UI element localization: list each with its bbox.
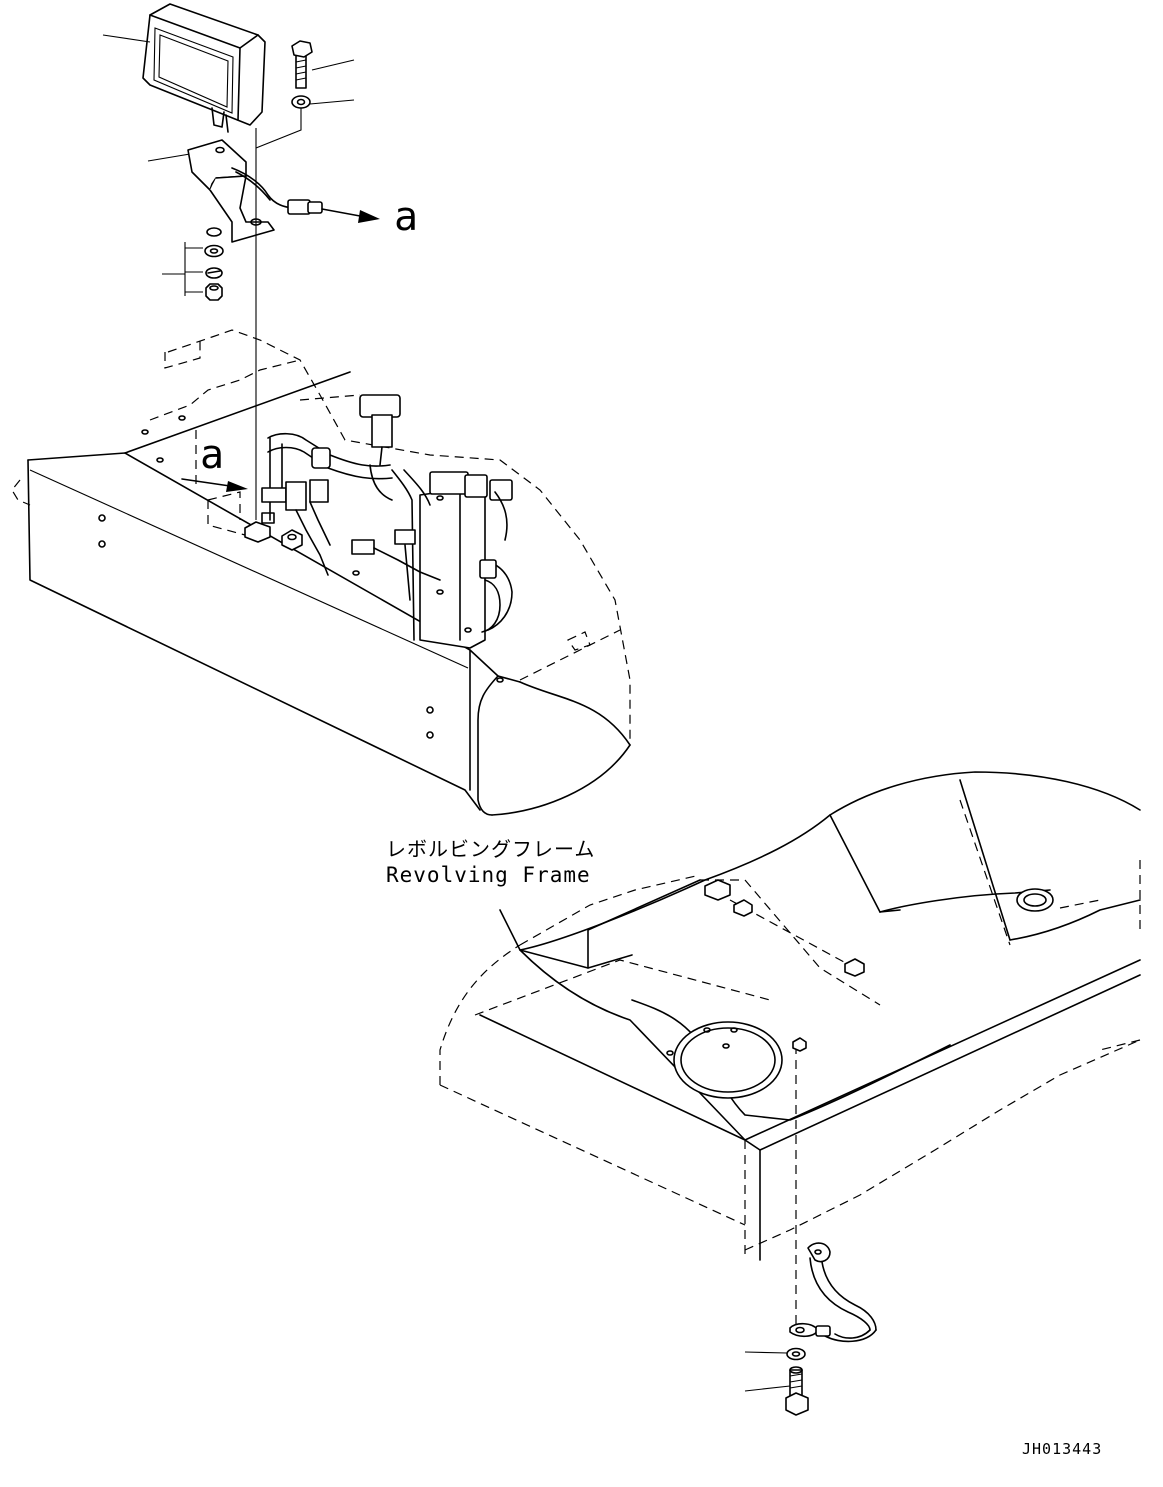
connection-marker-frame: a xyxy=(200,432,224,478)
frame-label-japanese: レボルビングフレーム xyxy=(386,837,595,861)
lamp-harness xyxy=(231,167,380,223)
bolt xyxy=(291,40,313,89)
connection-marker-top: a xyxy=(394,194,418,240)
reference-line-washer xyxy=(255,108,302,149)
frame-label: レボルビングフレーム Revolving Frame xyxy=(386,837,595,887)
revolving-frame xyxy=(11,329,631,816)
washer xyxy=(291,95,311,109)
leader-lines-top xyxy=(102,34,355,296)
work-lamp xyxy=(142,3,266,133)
drawing-number: JH013443 xyxy=(1022,1440,1102,1458)
ground-cable xyxy=(789,1242,877,1343)
connection-marker-frame-wrap: a xyxy=(200,432,224,478)
ground-bolt xyxy=(785,1366,809,1416)
ground-washer xyxy=(786,1347,806,1361)
lower-frame xyxy=(439,771,1141,1330)
washer-lockwasher-nut-set xyxy=(204,227,224,301)
frame-label-english: Revolving Frame xyxy=(386,863,591,887)
leader-lines-bottom xyxy=(744,1351,791,1392)
